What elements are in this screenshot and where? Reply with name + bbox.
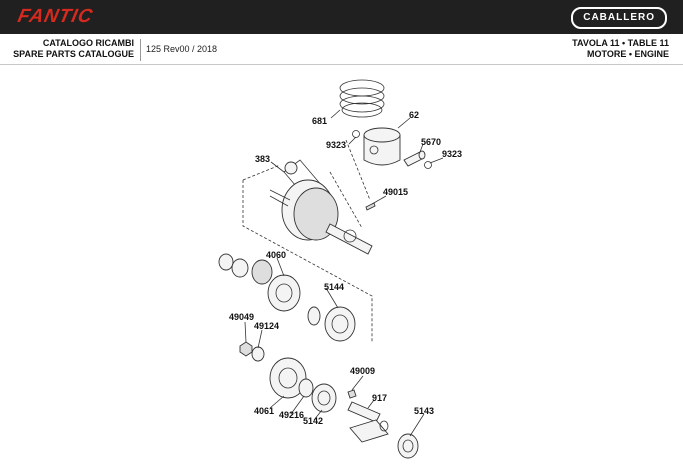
label-5142: 5142 bbox=[303, 416, 323, 426]
label-5144: 5144 bbox=[324, 282, 344, 292]
balancer-gear bbox=[269, 357, 307, 399]
label-49124: 49124 bbox=[254, 321, 279, 331]
piston-pin bbox=[403, 150, 426, 167]
bearing-5142 bbox=[311, 383, 337, 413]
circlip-right bbox=[424, 161, 432, 169]
label-49009: 49009 bbox=[350, 366, 375, 376]
header-divider bbox=[140, 39, 141, 61]
exploded-parts-diagram: 681 62 9323 5670 9323 383 49015 4060 514… bbox=[218, 79, 462, 459]
assembly-guide-upper bbox=[329, 139, 371, 229]
washer-49124 bbox=[251, 346, 265, 362]
top-bar: FANTIC CABALLERO bbox=[0, 0, 683, 34]
pin-49015 bbox=[365, 202, 376, 211]
label-681: 681 bbox=[312, 116, 327, 126]
label-9323-right: 9323 bbox=[442, 149, 462, 159]
piston-rings bbox=[339, 79, 385, 118]
piston bbox=[363, 127, 401, 166]
key-49009 bbox=[347, 389, 357, 399]
label-49216: 49216 bbox=[279, 410, 304, 420]
section-label: MOTORE • ENGINE bbox=[587, 49, 669, 59]
bearing-5144 bbox=[324, 306, 356, 342]
balancer-shaft bbox=[347, 401, 389, 443]
bearing-5143 bbox=[397, 433, 419, 459]
spacer-49216 bbox=[298, 378, 314, 398]
model-badge: CABALLERO bbox=[571, 7, 667, 29]
label-9323-left: 9323 bbox=[326, 140, 346, 150]
table-label: TAVOLA 11 • TABLE 11 bbox=[572, 38, 669, 48]
label-49049: 49049 bbox=[229, 312, 254, 322]
primary-gear-assembly bbox=[218, 253, 301, 312]
washer-5144 bbox=[307, 306, 321, 326]
label-5670: 5670 bbox=[421, 137, 441, 147]
label-383: 383 bbox=[255, 154, 270, 164]
circlip-left bbox=[352, 130, 360, 138]
catalog-title-en: SPARE PARTS CATALOGUE bbox=[13, 49, 134, 59]
label-62: 62 bbox=[409, 110, 419, 120]
nut-49049 bbox=[239, 341, 253, 357]
brand-logo: FANTIC bbox=[15, 6, 95, 27]
catalog-title-it: CATALOGO RICAMBI bbox=[42, 38, 134, 48]
crankshaft bbox=[269, 159, 373, 255]
catalog-header: CATALOGO RICAMBI SPARE PARTS CATALOGUE 1… bbox=[0, 36, 683, 65]
catalog-title: CATALOGO RICAMBI SPARE PARTS CATALOGUE bbox=[0, 38, 134, 60]
table-info: TAVOLA 11 • TABLE 11 MOTORE • ENGINE bbox=[572, 38, 669, 60]
label-5143: 5143 bbox=[414, 406, 434, 416]
label-49015: 49015 bbox=[383, 187, 408, 197]
assembly-guide-frame bbox=[242, 164, 373, 343]
label-4060: 4060 bbox=[266, 250, 286, 260]
label-4061: 4061 bbox=[254, 406, 274, 416]
leader-lines bbox=[244, 109, 444, 437]
revision-label: 125 Rev00 / 2018 bbox=[146, 44, 218, 54]
label-917: 917 bbox=[372, 393, 387, 403]
